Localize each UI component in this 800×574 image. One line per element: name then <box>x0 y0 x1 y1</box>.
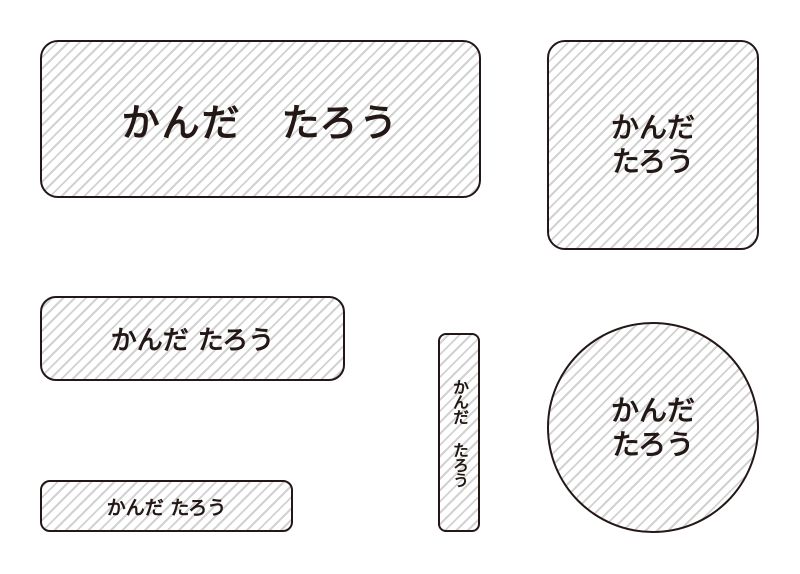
square-label: かんだ たろう <box>547 40 759 250</box>
circle-label-text: かんだ たろう <box>610 393 695 461</box>
square-label-text: かんだ たろう <box>610 111 695 178</box>
small-rectangle-label: かんだ たろう <box>40 480 293 532</box>
circle-label: かんだ たろう <box>547 322 759 533</box>
medium-rectangle-label-text: かんだ たろう <box>110 326 275 356</box>
vertical-strip-label: かんだ たろう <box>438 333 480 532</box>
large-rectangle-label-text: かんだ たろう <box>121 100 400 145</box>
small-rectangle-label-text: かんだ たろう <box>106 496 227 519</box>
large-rectangle-label: かんだ たろう <box>40 40 481 198</box>
medium-rectangle-label: かんだ たろう <box>40 296 345 381</box>
vertical-strip-label-text: かんだ たろう <box>450 378 469 487</box>
